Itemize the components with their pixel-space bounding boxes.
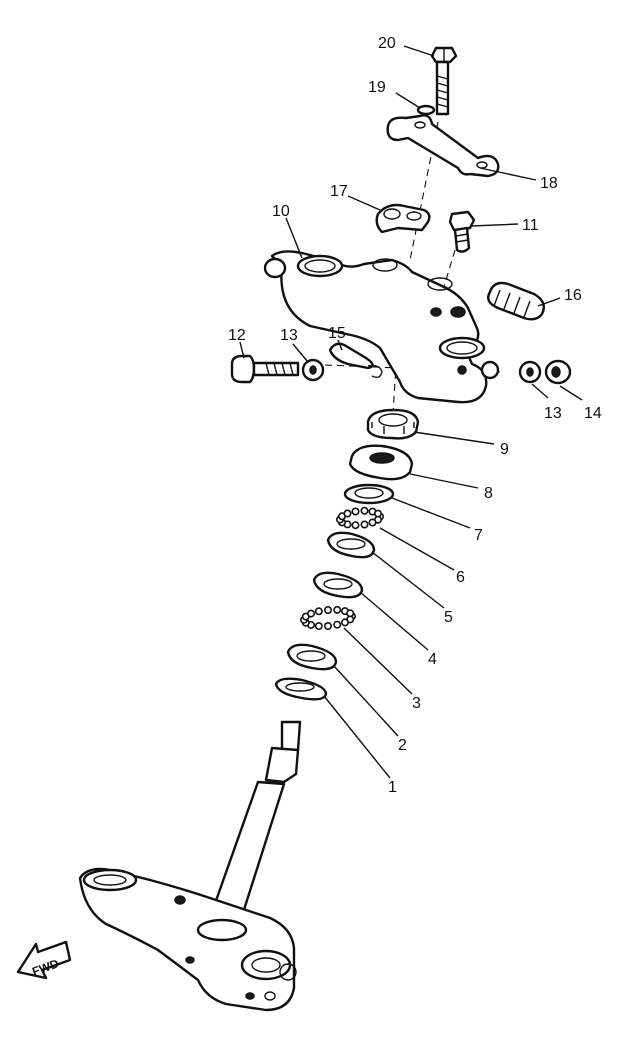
leader-lines <box>239 45 583 779</box>
callout-18: 18 <box>540 175 558 192</box>
callout-5: 5 <box>444 609 453 626</box>
bearing-ball <box>306 609 315 618</box>
callout-labels: 20 19 18 17 11 10 16 12 13 15 13 14 9 8 … <box>228 35 602 796</box>
part-12-bolt <box>230 354 300 384</box>
bearing-ball <box>346 609 355 618</box>
part-17-handlebar-clamp <box>375 203 431 234</box>
part-13-washer-left <box>301 358 325 382</box>
part-14-nut <box>544 359 572 385</box>
part-10-upper-bracket <box>263 250 500 404</box>
bearing-ball <box>360 506 369 515</box>
part-1-dust-seal <box>274 677 328 701</box>
part-6-ball-bearings <box>335 506 384 530</box>
bearing-ball <box>323 605 332 614</box>
callout-20: 20 <box>378 35 396 52</box>
part-16-damper-rubber <box>487 281 545 321</box>
bearing-ball <box>314 622 323 631</box>
bearing-ball <box>323 621 332 630</box>
callout-1: 1 <box>388 779 397 796</box>
callout-8: 8 <box>484 485 493 502</box>
bearing-ball <box>368 518 377 527</box>
callout-17: 17 <box>330 183 348 200</box>
callout-9: 9 <box>500 441 509 458</box>
bearing-ball <box>314 607 323 616</box>
part-15-cable-clip <box>328 342 383 379</box>
bearing-ball <box>340 618 349 627</box>
callout-2: 2 <box>398 737 407 754</box>
fwd-arrow-icon: FWD <box>16 940 72 980</box>
bearing-ball <box>333 620 342 629</box>
callout-16: 16 <box>564 287 582 304</box>
bearing-ball <box>343 509 352 518</box>
part-18-bracket <box>386 114 500 178</box>
callout-3: 3 <box>412 695 421 712</box>
bearing-ball <box>360 520 369 529</box>
bearing-ball <box>333 605 342 614</box>
callout-6: 6 <box>456 569 465 586</box>
bearing-ball <box>351 521 360 530</box>
part-8-bearing-cover <box>348 444 414 481</box>
part-7-bearing-race <box>343 483 395 505</box>
part-4-bearing-race <box>312 571 364 599</box>
part-11-pinch-bolt <box>448 210 476 253</box>
callout-15: 15 <box>328 325 346 342</box>
part-19-lock-washer <box>416 104 436 116</box>
callout-11: 11 <box>522 217 539 234</box>
steering-stem-under-bracket <box>78 720 302 1012</box>
callout-14: 14 <box>584 405 602 422</box>
bearing-ball <box>351 507 360 516</box>
callout-12: 12 <box>228 327 246 344</box>
part-5-bearing-race <box>326 531 376 559</box>
callout-13-left: 13 <box>280 327 298 344</box>
callout-4: 4 <box>428 651 437 668</box>
callout-10: 10 <box>272 203 290 220</box>
bearing-ball <box>373 509 382 518</box>
part-9-ring-nut <box>366 408 420 440</box>
callout-19: 19 <box>368 79 386 96</box>
callout-13-right: 13 <box>544 405 562 422</box>
part-13-washer-right <box>518 360 542 384</box>
part-20-bolt <box>430 46 458 116</box>
callout-7: 7 <box>474 527 483 544</box>
part-2-bearing-race <box>286 643 338 671</box>
part-3-ball-bearings <box>299 605 356 631</box>
